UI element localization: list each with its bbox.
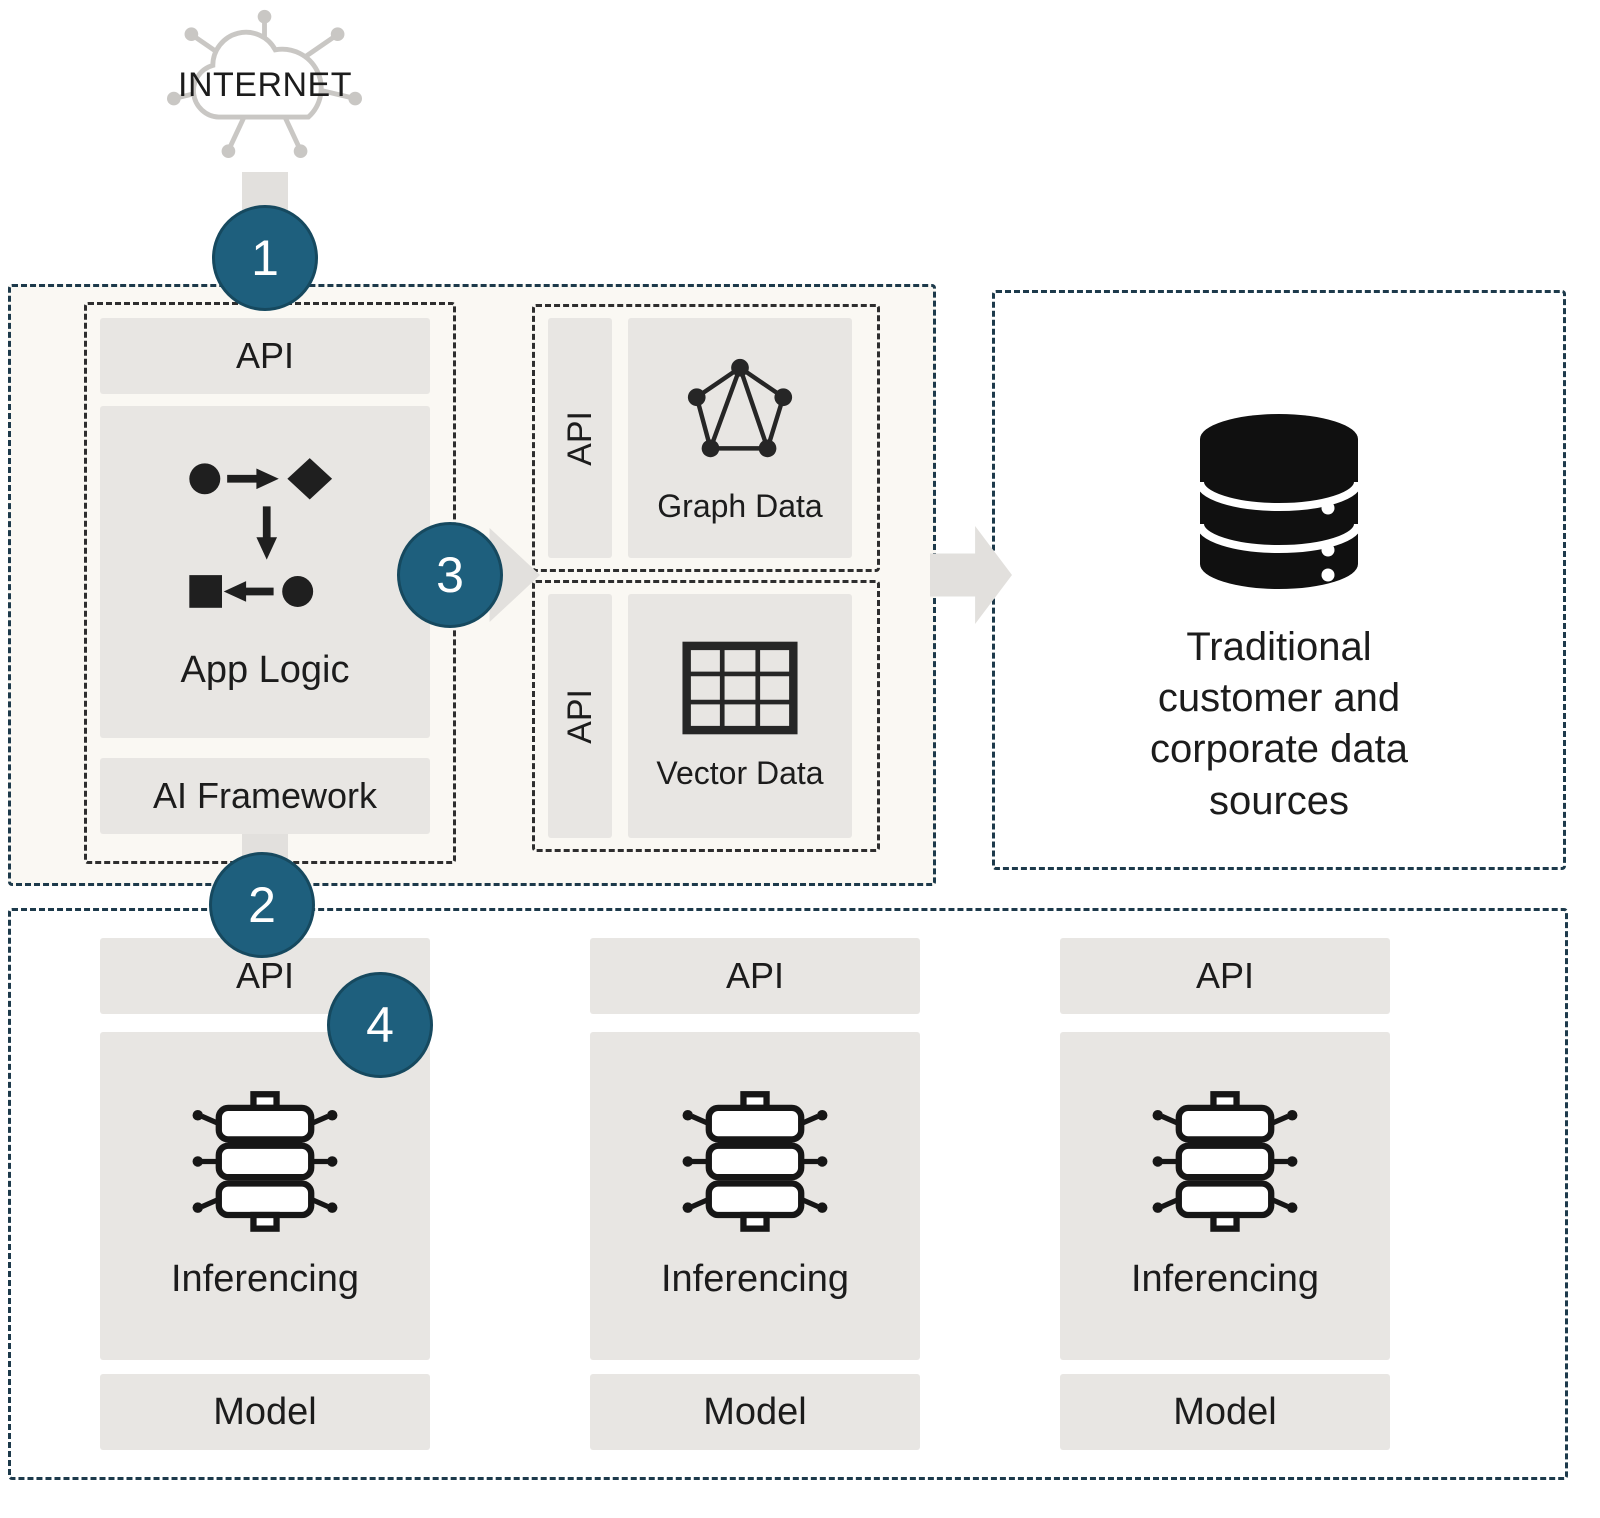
model1-inferencing-box: Inferencing: [100, 1032, 430, 1360]
vector-data-label: Vector Data: [656, 754, 824, 791]
model1-model-box: Model: [100, 1374, 430, 1450]
graph-api-box: API: [548, 318, 612, 558]
flowchart-icon: [179, 453, 351, 625]
inferencing-icon: [181, 1091, 349, 1234]
inferencing-icon: [1141, 1091, 1309, 1234]
step-badge-4: 4: [327, 972, 433, 1078]
step-badge-2: 2: [209, 852, 315, 958]
graph-store-container: [532, 304, 880, 572]
model1-model-label: Model: [213, 1390, 317, 1433]
graph-icon: [681, 352, 799, 470]
database-icon: [1194, 412, 1364, 596]
graph-data-label: Graph Data: [657, 487, 823, 524]
model2-model-box: Model: [590, 1374, 920, 1450]
model2-model-label: Model: [703, 1390, 807, 1433]
app-logic-label: App Logic: [180, 648, 350, 691]
model-services-container: [8, 908, 1568, 1480]
model2-inferencing-label: Inferencing: [660, 1258, 849, 1300]
inferencing-icon: [671, 1091, 839, 1234]
model2-api-box: API: [590, 938, 920, 1014]
model3-api-label: API: [1195, 955, 1255, 996]
app-api-label: API: [235, 335, 295, 376]
step-badge-1: 1: [212, 205, 318, 311]
app-api-box: API: [100, 318, 430, 394]
ai-framework-box: AI Framework: [100, 758, 430, 834]
model3-api-box: API: [1060, 938, 1390, 1014]
table-icon: [682, 641, 798, 735]
vector-store-container: [532, 580, 880, 852]
external-data-label: Traditional customer and corporate data …: [1150, 625, 1408, 823]
model1-inferencing-label: Inferencing: [170, 1258, 359, 1300]
ai-framework-label: AI Framework: [152, 775, 378, 816]
graph-data-box: Graph Data: [628, 318, 852, 558]
internet-cloud-icon: [162, 4, 367, 160]
model3-inferencing-label: Inferencing: [1130, 1258, 1319, 1300]
app-logic-box: App Logic: [100, 406, 430, 738]
model2-inferencing-box: Inferencing: [590, 1032, 920, 1360]
vector-api-box: API: [548, 594, 612, 838]
model2-api-label: API: [725, 955, 785, 996]
model3-model-box: Model: [1060, 1374, 1390, 1450]
model3-inferencing-box: Inferencing: [1060, 1032, 1390, 1360]
model1-api-label: API: [235, 955, 295, 996]
vector-data-box: Vector Data: [628, 594, 852, 838]
model3-model-label: Model: [1173, 1390, 1277, 1433]
graph-api-label: API: [560, 410, 599, 466]
internet-label: INTERNET: [178, 66, 352, 104]
step-badge-3: 3: [397, 522, 503, 628]
vector-api-label: API: [560, 688, 599, 744]
